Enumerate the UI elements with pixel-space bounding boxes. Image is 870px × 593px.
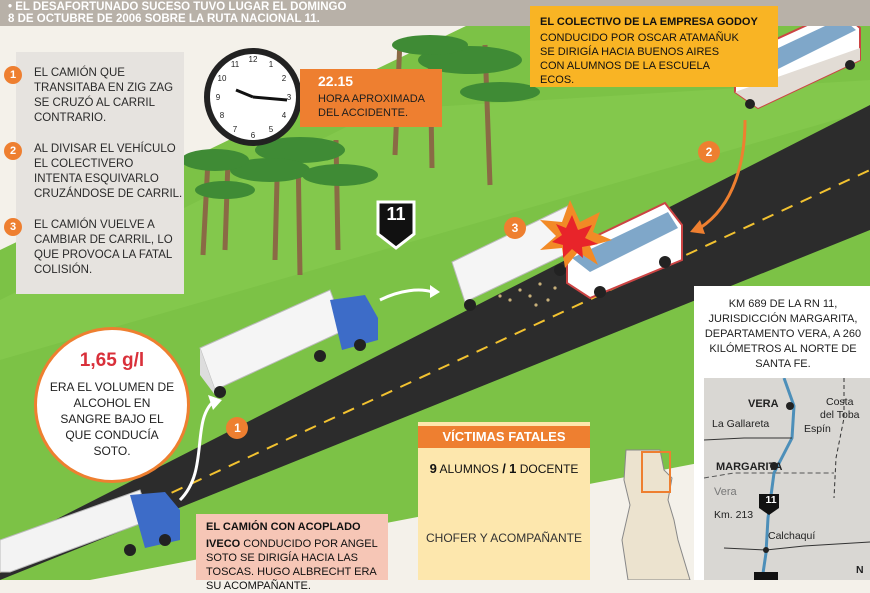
step-3-text: EL CAMIÓN VUELVE A CAMBIAR DE CARRIL, LO… — [34, 219, 173, 276]
truck-info-text: IVECO CONDUCIDO POR ANGEL SOTO SE DIRIGÍ… — [206, 537, 382, 593]
map-label-calchaqui: Calchaquí — [768, 530, 816, 542]
arrow-curve-1 — [178, 398, 217, 502]
step-1-number: 1 — [4, 66, 22, 84]
victims-title: VÍCTIMAS FATALES — [418, 426, 590, 448]
clock-illustration: 12 3 6 9 12 45 78 10 11 — [204, 48, 302, 146]
bus-illustration-crash — [566, 201, 683, 300]
truck-info-title: EL CAMIÓN CON ACOPLADO — [206, 521, 361, 533]
arrow-curve-2 — [379, 288, 433, 302]
map-label-vera-dept: Vera — [714, 486, 737, 498]
tree-foliage — [181, 35, 540, 199]
bus-info-box — [530, 6, 778, 87]
step-3-number: 3 — [4, 218, 22, 236]
map-label-margarita: MARGARITA — [716, 461, 783, 473]
map-label-espin: Espín — [804, 423, 831, 435]
svg-text:11: 11 — [231, 60, 240, 69]
marker-3 — [504, 217, 526, 239]
truck-illustration-bottom — [0, 489, 180, 573]
marker-3-label: 3 — [511, 221, 519, 235]
route-sign-label: 11 — [386, 204, 406, 224]
victims-count-line: 9 ALUMNOS / 1 DOCENTE — [418, 461, 590, 476]
north-arrow-icon: N — [856, 564, 864, 576]
marker-2-label: 2 — [705, 145, 713, 159]
time-box — [300, 69, 442, 127]
step-2-text: AL DIVISAR EL VEHÍCULO EL COLECTIVERO IN… — [34, 143, 183, 200]
truck-illustration-middle — [199, 289, 378, 398]
arrow-curve-3 — [699, 119, 747, 230]
road-center-line — [0, 169, 870, 573]
map-route-sign: 11 — [765, 494, 777, 506]
steps-panel: 1 EL CAMIÓN QUE TRANSITABA EN ZIG ZAG SE… — [4, 52, 184, 294]
santa-fe-province-map — [621, 449, 691, 580]
victims-panel — [418, 422, 590, 580]
step-2-number: 2 — [4, 142, 22, 160]
route-sign-scene — [376, 200, 416, 250]
map-label-la-gallareta: La Gallareta — [712, 418, 770, 430]
location-text: KM 689 DE LA RN 11, JURISDICCIÓN MARGARI… — [704, 298, 862, 370]
svg-text:9: 9 — [216, 93, 221, 102]
alcohol-text: ERA EL VOLUMEN DE ALCOHOL EN SANGRE BAJO… — [49, 380, 175, 458]
docente-count: 1 — [509, 461, 517, 476]
docente-label: DOCENTE — [519, 462, 579, 476]
map-label-costa: Costa — [826, 396, 854, 408]
alumnos-count: 9 — [429, 461, 437, 476]
svg-text:12: 12 — [249, 55, 258, 64]
svg-text:6: 6 — [251, 131, 256, 140]
alumnos-label: ALUMNOS — [439, 462, 499, 476]
truck-info-box — [196, 514, 388, 580]
svg-text:8: 8 — [220, 111, 225, 120]
svg-text:1: 1 — [269, 60, 274, 69]
location-map: VERA Costa del Toba La Gallareta Espín M… — [703, 377, 870, 581]
marker-1 — [226, 417, 248, 439]
svg-text:7: 7 — [233, 125, 238, 134]
svg-text:4: 4 — [282, 111, 287, 120]
header-line-2: 8 DE OCTUBRE DE 2006 SOBRE LA RUTA NACIO… — [8, 13, 320, 25]
svg-text:5: 5 — [269, 125, 274, 134]
svg-text:2: 2 — [282, 74, 287, 83]
chofer-label: CHOFER Y ACOMPAÑANTE — [425, 531, 583, 545]
separator: / — [502, 461, 506, 476]
truck-brand: IVECO — [206, 538, 241, 550]
map-label-km213: Km. 213 — [714, 509, 754, 521]
accident-time-caption: HORA APROXIMADA DEL ACCIDENTE. — [318, 93, 425, 119]
alcohol-circle — [34, 327, 190, 483]
map-label-vera: VERA — [748, 398, 779, 410]
svg-text:10: 10 — [218, 74, 227, 83]
svg-text:3: 3 — [287, 93, 292, 102]
debris — [498, 282, 557, 307]
alcohol-value: 1,65 g/l — [79, 350, 145, 371]
map-label-del-toba: del Toba — [820, 409, 860, 421]
step-1-text: EL CAMIÓN QUE TRANSITABA EN ZIG ZAG SE C… — [34, 67, 174, 124]
map-roads — [703, 377, 870, 581]
marker-2 — [698, 141, 720, 163]
bus-info-title: EL COLECTIVO DE LA EMPRESA GODOY — [540, 16, 758, 28]
marker-1-label: 1 — [234, 421, 241, 435]
bus-info-text: CONDUCIDO POR OSCAR ATAMAÑUK SE DIRIGÍA … — [540, 32, 739, 86]
header-line-1: • EL DESAFORTUNADO SUCESO TUVO LUGAR EL … — [8, 1, 347, 13]
accident-time: 22.15 — [318, 73, 354, 89]
